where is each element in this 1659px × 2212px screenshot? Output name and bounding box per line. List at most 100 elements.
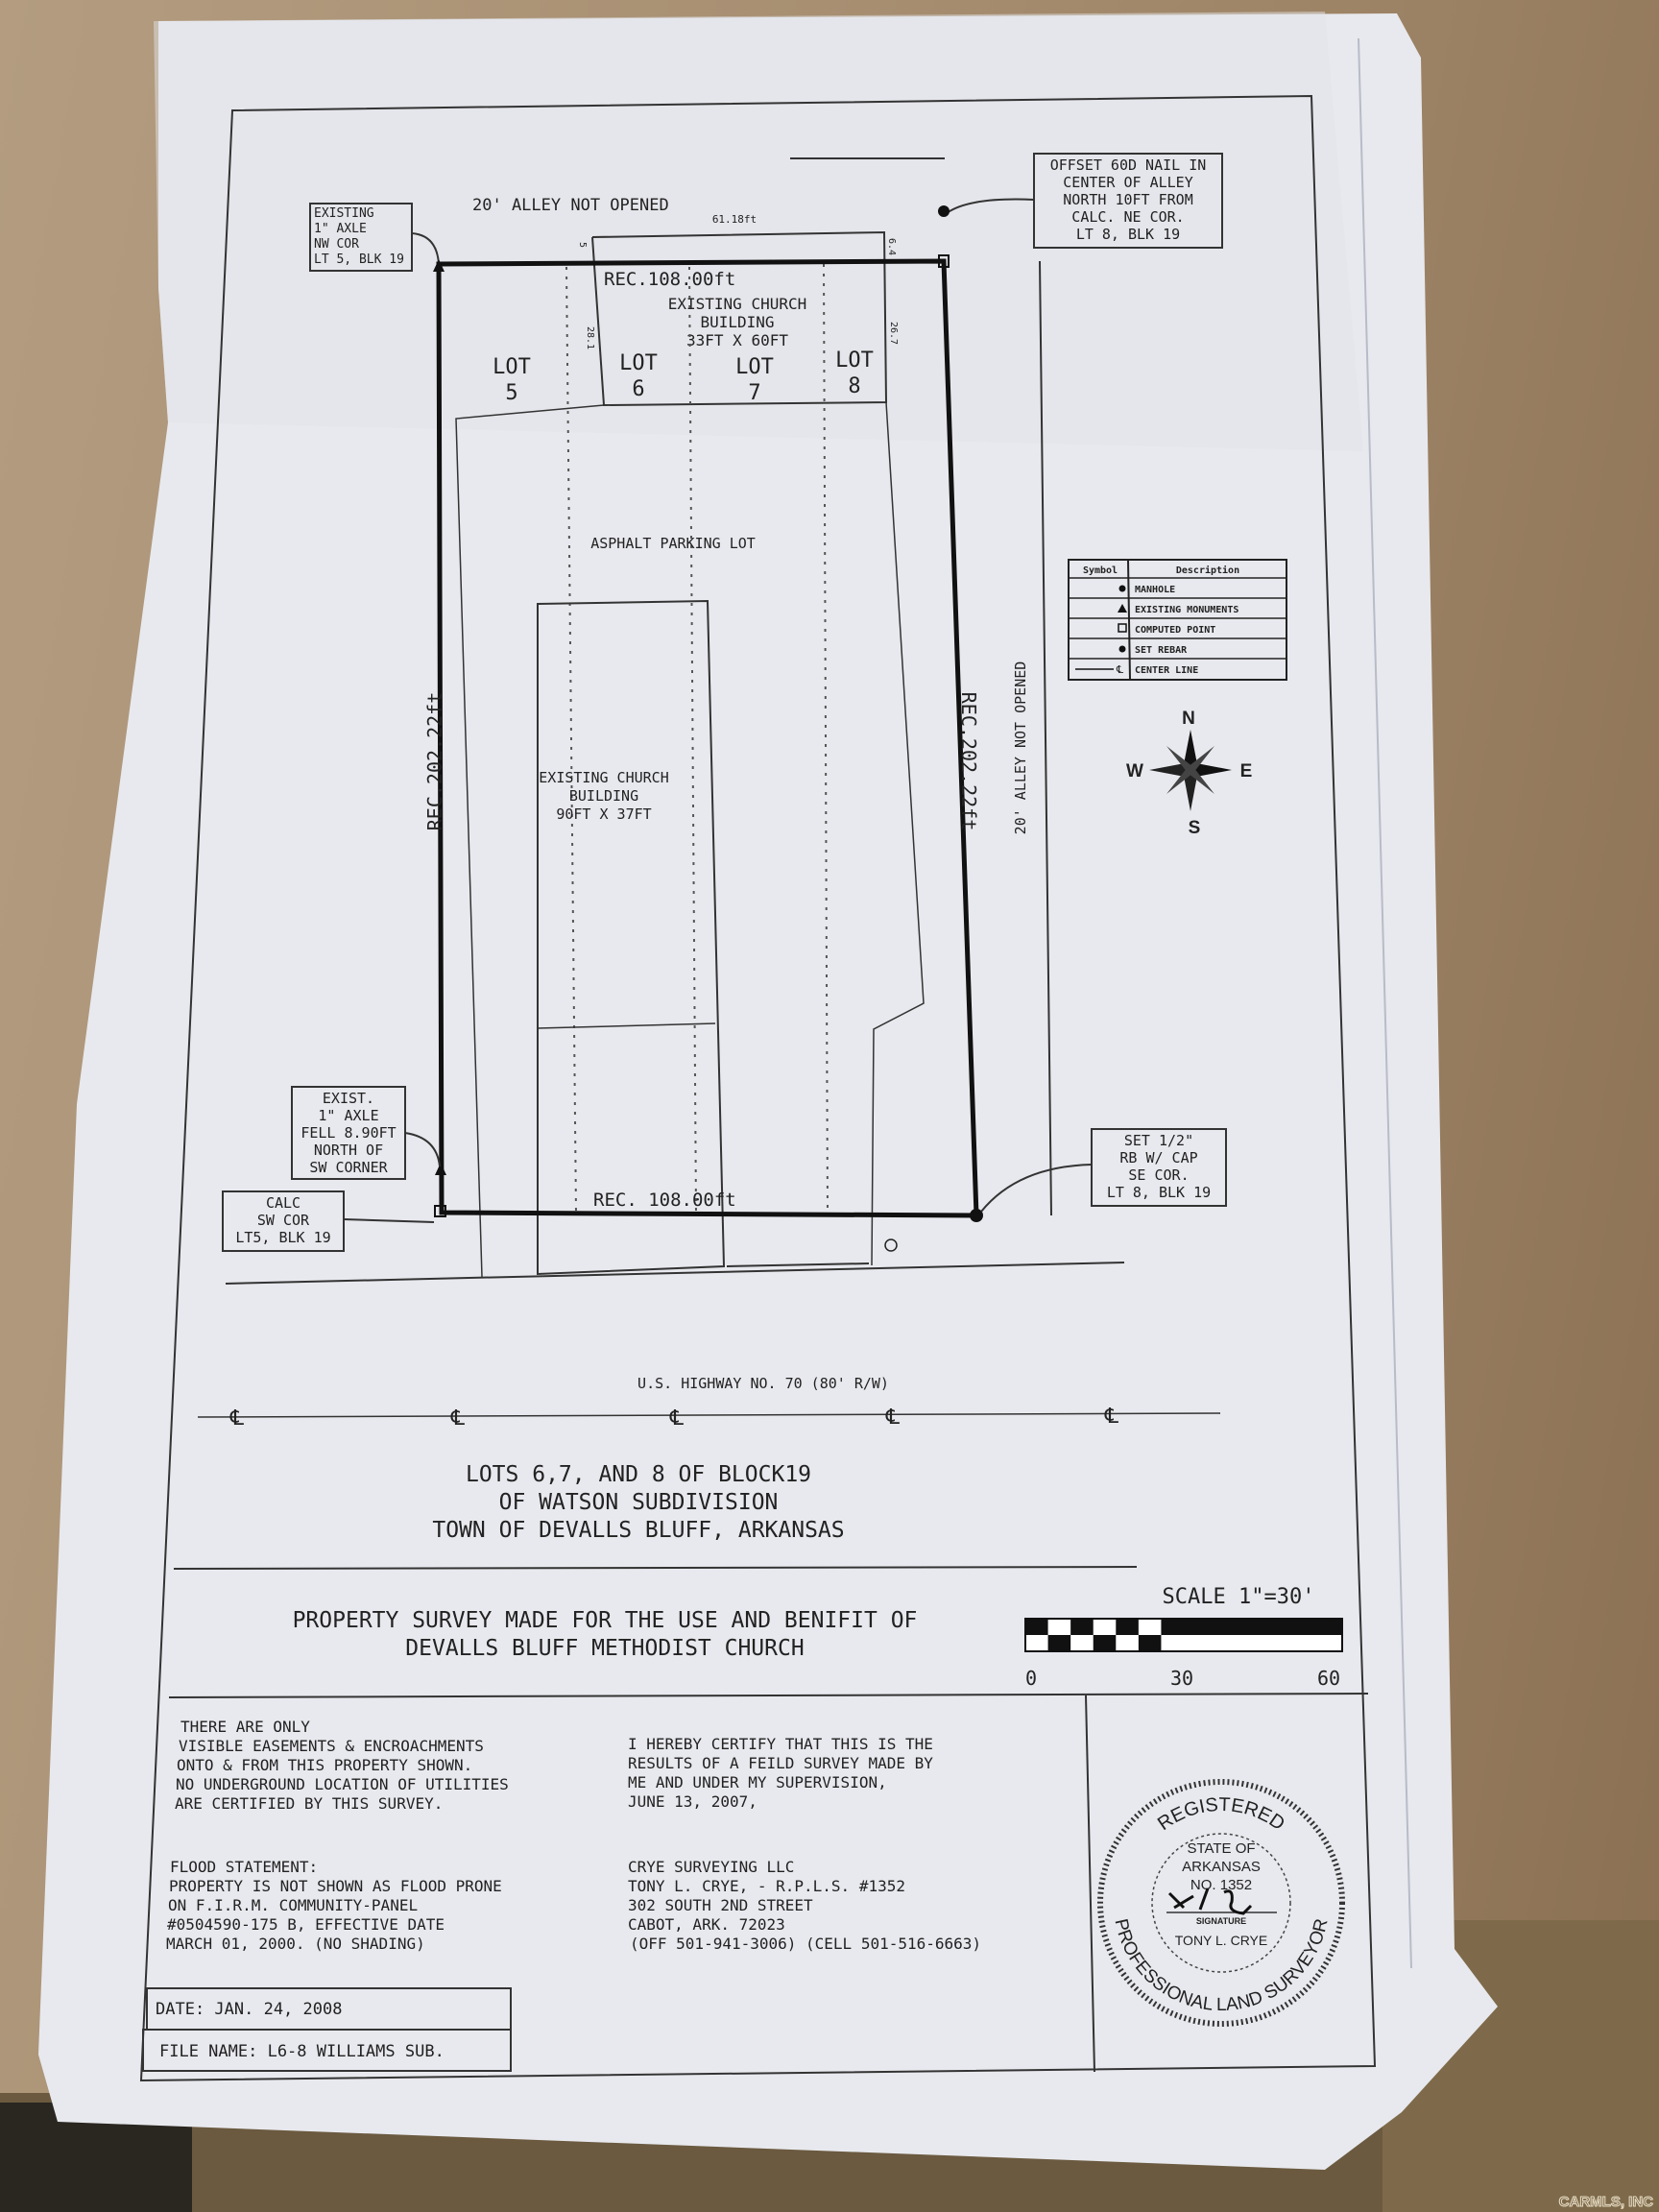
triangle-icon <box>1118 604 1127 613</box>
se-note: SET 1/2" RB W/ CAP SE COR. LT 8, BLK 19 <box>1107 1132 1211 1201</box>
svg-text:VISIBLE EASEMENTS & ENCROACHME: VISIBLE EASEMENTS & ENCROACHMENTS <box>179 1737 484 1755</box>
svg-text:60: 60 <box>1317 1667 1340 1690</box>
survey-purpose: PROPERTY SURVEY MADE FOR THE USE AND BEN… <box>293 1608 918 1661</box>
west-dimension: REC.202.22ft <box>423 692 446 831</box>
svg-text:S: S <box>1189 818 1201 838</box>
north-dimension: REC.108.00ft <box>604 269 735 290</box>
drawing-frame <box>139 94 1377 2082</box>
leader-line <box>411 232 440 265</box>
svg-text:LT 8, BLK 19: LT 8, BLK 19 <box>1076 226 1180 243</box>
svg-text:1" AXLE: 1" AXLE <box>314 222 367 236</box>
se-note-box <box>1091 1128 1227 1207</box>
svg-text:STATE OF: STATE OF <box>1187 1840 1255 1857</box>
svg-text:TONY L. CRYE, - R.P.L.S. #1352: TONY L. CRYE, - R.P.L.S. #1352 <box>628 1877 905 1895</box>
title-block-border <box>168 1693 1369 1698</box>
svg-text:ARKANSAS: ARKANSAS <box>1182 1859 1261 1875</box>
scale-label: SCALE 1"=30' <box>1163 1585 1315 1609</box>
small-dim: 28.1 <box>585 326 595 349</box>
svg-text:1" AXLE: 1" AXLE <box>318 1107 378 1124</box>
svg-text:CRYE SURVEYING LLC: CRYE SURVEYING LLC <box>628 1858 794 1876</box>
svg-text:5: 5 <box>505 381 517 405</box>
rear-building-outline <box>537 599 726 1276</box>
svg-text:FELL 8.90FT: FELL 8.90FT <box>301 1124 396 1142</box>
svg-text:I HEREBY CERTIFY THAT THIS IS: I HEREBY CERTIFY THAT THIS IS THE <box>628 1735 933 1753</box>
centerline-symbols: ℄ ℄ ℄ ℄ ℄ <box>229 1405 1119 1431</box>
ne-note: OFFSET 60D NAIL IN CENTER OF ALLEY NORTH… <box>1050 156 1207 243</box>
centerline-icon: ℄ <box>669 1407 685 1431</box>
svg-text:E: E <box>1240 761 1253 781</box>
centerline-symbol: ℄ <box>1116 663 1123 676</box>
rebar-marker <box>970 1209 983 1222</box>
date-label: DATE: JAN. 24, 2008 <box>156 2000 342 2019</box>
svg-text:EXISTING CHURCH: EXISTING CHURCH <box>668 295 807 313</box>
square-icon <box>1118 623 1127 633</box>
monument-marker <box>435 1163 446 1175</box>
plat-title: LOTS 6,7, AND 8 OF BLOCK19 OF WATSON SUB… <box>432 1462 844 1543</box>
sw-calc-note: CALC SW COR LT5, BLK 19 <box>235 1194 330 1246</box>
computed-point-marker <box>938 254 950 268</box>
svg-text:LT 5, BLK 19: LT 5, BLK 19 <box>314 252 404 267</box>
scale-ticks: 0 30 60 <box>1025 1667 1340 1690</box>
parking-outline <box>871 401 925 1266</box>
small-dim: 26.7 <box>888 322 899 345</box>
alley-line <box>1039 260 1052 1216</box>
title-block-divider <box>1085 1695 1095 2073</box>
leader-line <box>980 1164 1093 1213</box>
file-name-box <box>142 2029 512 2072</box>
svg-text:NORTH 10FT FROM: NORTH 10FT FROM <box>1063 191 1192 208</box>
leader-line <box>343 1218 435 1223</box>
building-line <box>726 1262 870 1267</box>
legend-row: SET REBAR <box>1135 645 1188 656</box>
svg-text:BUILDING: BUILDING <box>700 313 774 331</box>
computed-point-marker <box>434 1205 446 1217</box>
flood-statement: FLOOD STATEMENT: PROPERTY IS NOT SHOWN A… <box>166 1858 502 1953</box>
seal-outer-ring <box>1097 1779 1345 2027</box>
watermark: CARMLS, INC <box>1559 2194 1653 2210</box>
svg-text:#0504590-175 B, EFFECTIVE DATE: #0504590-175 B, EFFECTIVE DATE <box>167 1915 445 1934</box>
parking-outline <box>455 404 605 1278</box>
svg-text:7: 7 <box>748 381 760 405</box>
manhole-icon <box>884 1238 898 1252</box>
parking-label: ASPHALT PARKING LOT <box>590 535 756 552</box>
svg-text:JUNE 13, 2007,: JUNE 13, 2007, <box>628 1792 757 1811</box>
svg-text:SET 1/2": SET 1/2" <box>1124 1132 1193 1149</box>
divider <box>173 1566 1138 1570</box>
small-dim: 6.4 <box>886 238 897 255</box>
building-width-dim: 61.18ft <box>712 213 757 226</box>
svg-text:ME AND UNDER MY SUPERVISION,: ME AND UNDER MY SUPERVISION, <box>628 1773 887 1791</box>
svg-text:LOTS 6,7, AND 8 OF BLOCK19: LOTS 6,7, AND 8 OF BLOCK19 <box>466 1462 811 1487</box>
monument-marker <box>433 259 445 272</box>
svg-text:0: 0 <box>1025 1667 1037 1690</box>
dot-icon <box>1118 645 1126 653</box>
svg-text:ONTO & FROM THIS PROPERTY SHOW: ONTO & FROM THIS PROPERTY SHOWN. <box>177 1756 472 1774</box>
svg-text:SW CORNER: SW CORNER <box>309 1159 388 1176</box>
svg-text:RB W/ CAP: RB W/ CAP <box>1119 1149 1197 1166</box>
svg-text:NO UNDERGROUND LOCATION OF UTI: NO UNDERGROUND LOCATION OF UTILITIES <box>176 1775 509 1793</box>
file-name-label: FILE NAME: L6-8 WILLIAMS SUB. <box>159 2042 445 2061</box>
nw-note-box <box>309 203 413 272</box>
svg-text:CENTER OF ALLEY: CENTER OF ALLEY <box>1063 174 1192 191</box>
svg-text:SIGNATURE: SIGNATURE <box>1196 1916 1246 1926</box>
svg-text:MARCH 01, 2000. (NO SHADING): MARCH 01, 2000. (NO SHADING) <box>166 1935 425 1953</box>
svg-text:NO. 1352: NO. 1352 <box>1190 1877 1252 1893</box>
lot-7-label: LOT <box>735 355 774 379</box>
seal-inner-ring <box>1151 1833 1291 1973</box>
centerline-icon: ℄ <box>450 1407 466 1431</box>
svg-text:SE COR.: SE COR. <box>1128 1166 1189 1184</box>
sw-axle-note: EXIST. 1" AXLE FELL 8.90FT NORTH OF SW C… <box>301 1090 396 1176</box>
small-dim: 5 <box>577 242 588 248</box>
ne-note-box <box>1033 153 1223 249</box>
svg-text:(OFF 501-941-3006) (CELL 501-: (OFF 501-941-3006) (CELL 501-516-6663) <box>630 1935 981 1953</box>
compass-rose-icon: N S W E <box>1126 709 1252 838</box>
svg-text:PROPERTY SURVEY MADE FOR THE U: PROPERTY SURVEY MADE FOR THE USE AND BEN… <box>293 1608 918 1633</box>
surveyor-info: CRYE SURVEYING LLC TONY L. CRYE, - R.P.L… <box>628 1858 981 1953</box>
legend-row: CENTER LINE <box>1135 665 1198 676</box>
leader-line <box>946 198 1035 214</box>
svg-text:CALC. NE COR.: CALC. NE COR. <box>1071 208 1184 226</box>
legend-row: MANHOLE <box>1135 585 1175 595</box>
road-edge <box>225 1262 1125 1285</box>
road-centerline <box>197 1412 1221 1418</box>
paper-fold <box>154 12 1363 451</box>
lot-labels: LOT 5 LOT 6 LOT 7 LOT 8 <box>493 349 874 405</box>
